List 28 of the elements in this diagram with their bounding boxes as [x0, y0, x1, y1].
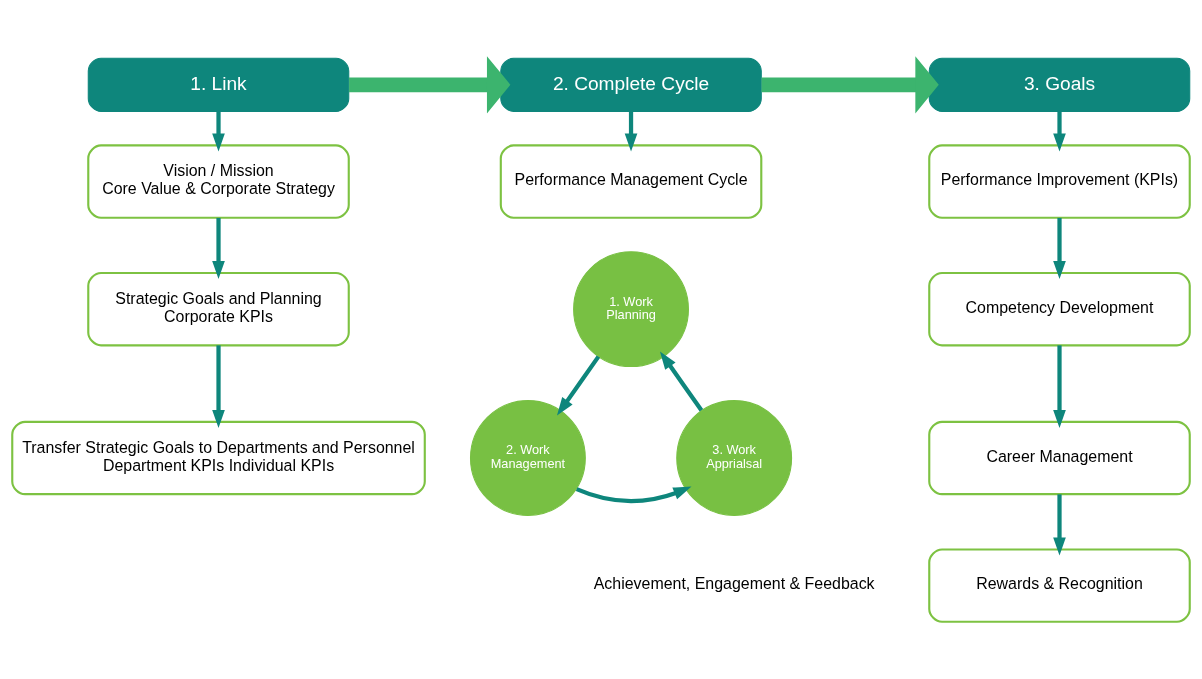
node-box: Vision / Mission Core Value & Corporate Strategy: [87, 143, 350, 219]
node-box: Performance Improvement (KPIs): [928, 143, 1191, 219]
node-box: 2. Complete Cycle: [500, 57, 762, 112]
arrow: [761, 55, 939, 114]
arrow: [1053, 344, 1066, 428]
arrow: [1053, 493, 1066, 556]
arrow: [212, 111, 225, 152]
arrow: [556, 354, 601, 416]
node-box: Transfer Strategic Goals to Departments and Personnel Department KPIs Individual KPIs: [11, 420, 426, 495]
label: Achievement, Engagement & Feedback: [593, 574, 875, 592]
node-box: Rewards & Recognition: [928, 547, 1191, 623]
node-circle: 1. Work Planning: [573, 250, 689, 367]
node-box: Career Management: [928, 420, 1191, 495]
arrow: [212, 217, 225, 279]
node-box: Performance Management Cycle: [499, 143, 763, 219]
node-box: 1. Link: [87, 57, 350, 112]
arrow: [212, 344, 225, 428]
arrow: [1053, 217, 1066, 279]
node-circle: 2. Work Management: [469, 399, 586, 516]
node-box: Competency Development: [928, 271, 1191, 346]
arrow: [624, 111, 638, 152]
arrow: [659, 350, 704, 412]
node-box: 3. Goals: [928, 57, 1191, 112]
node-box: Strategic Goals and Planning Corporate KPIs: [87, 271, 350, 346]
arrow: [349, 55, 511, 114]
arrow: [575, 486, 692, 503]
node-circle: 3. Work Apprialsal: [676, 399, 793, 516]
arrow: [1053, 111, 1066, 152]
